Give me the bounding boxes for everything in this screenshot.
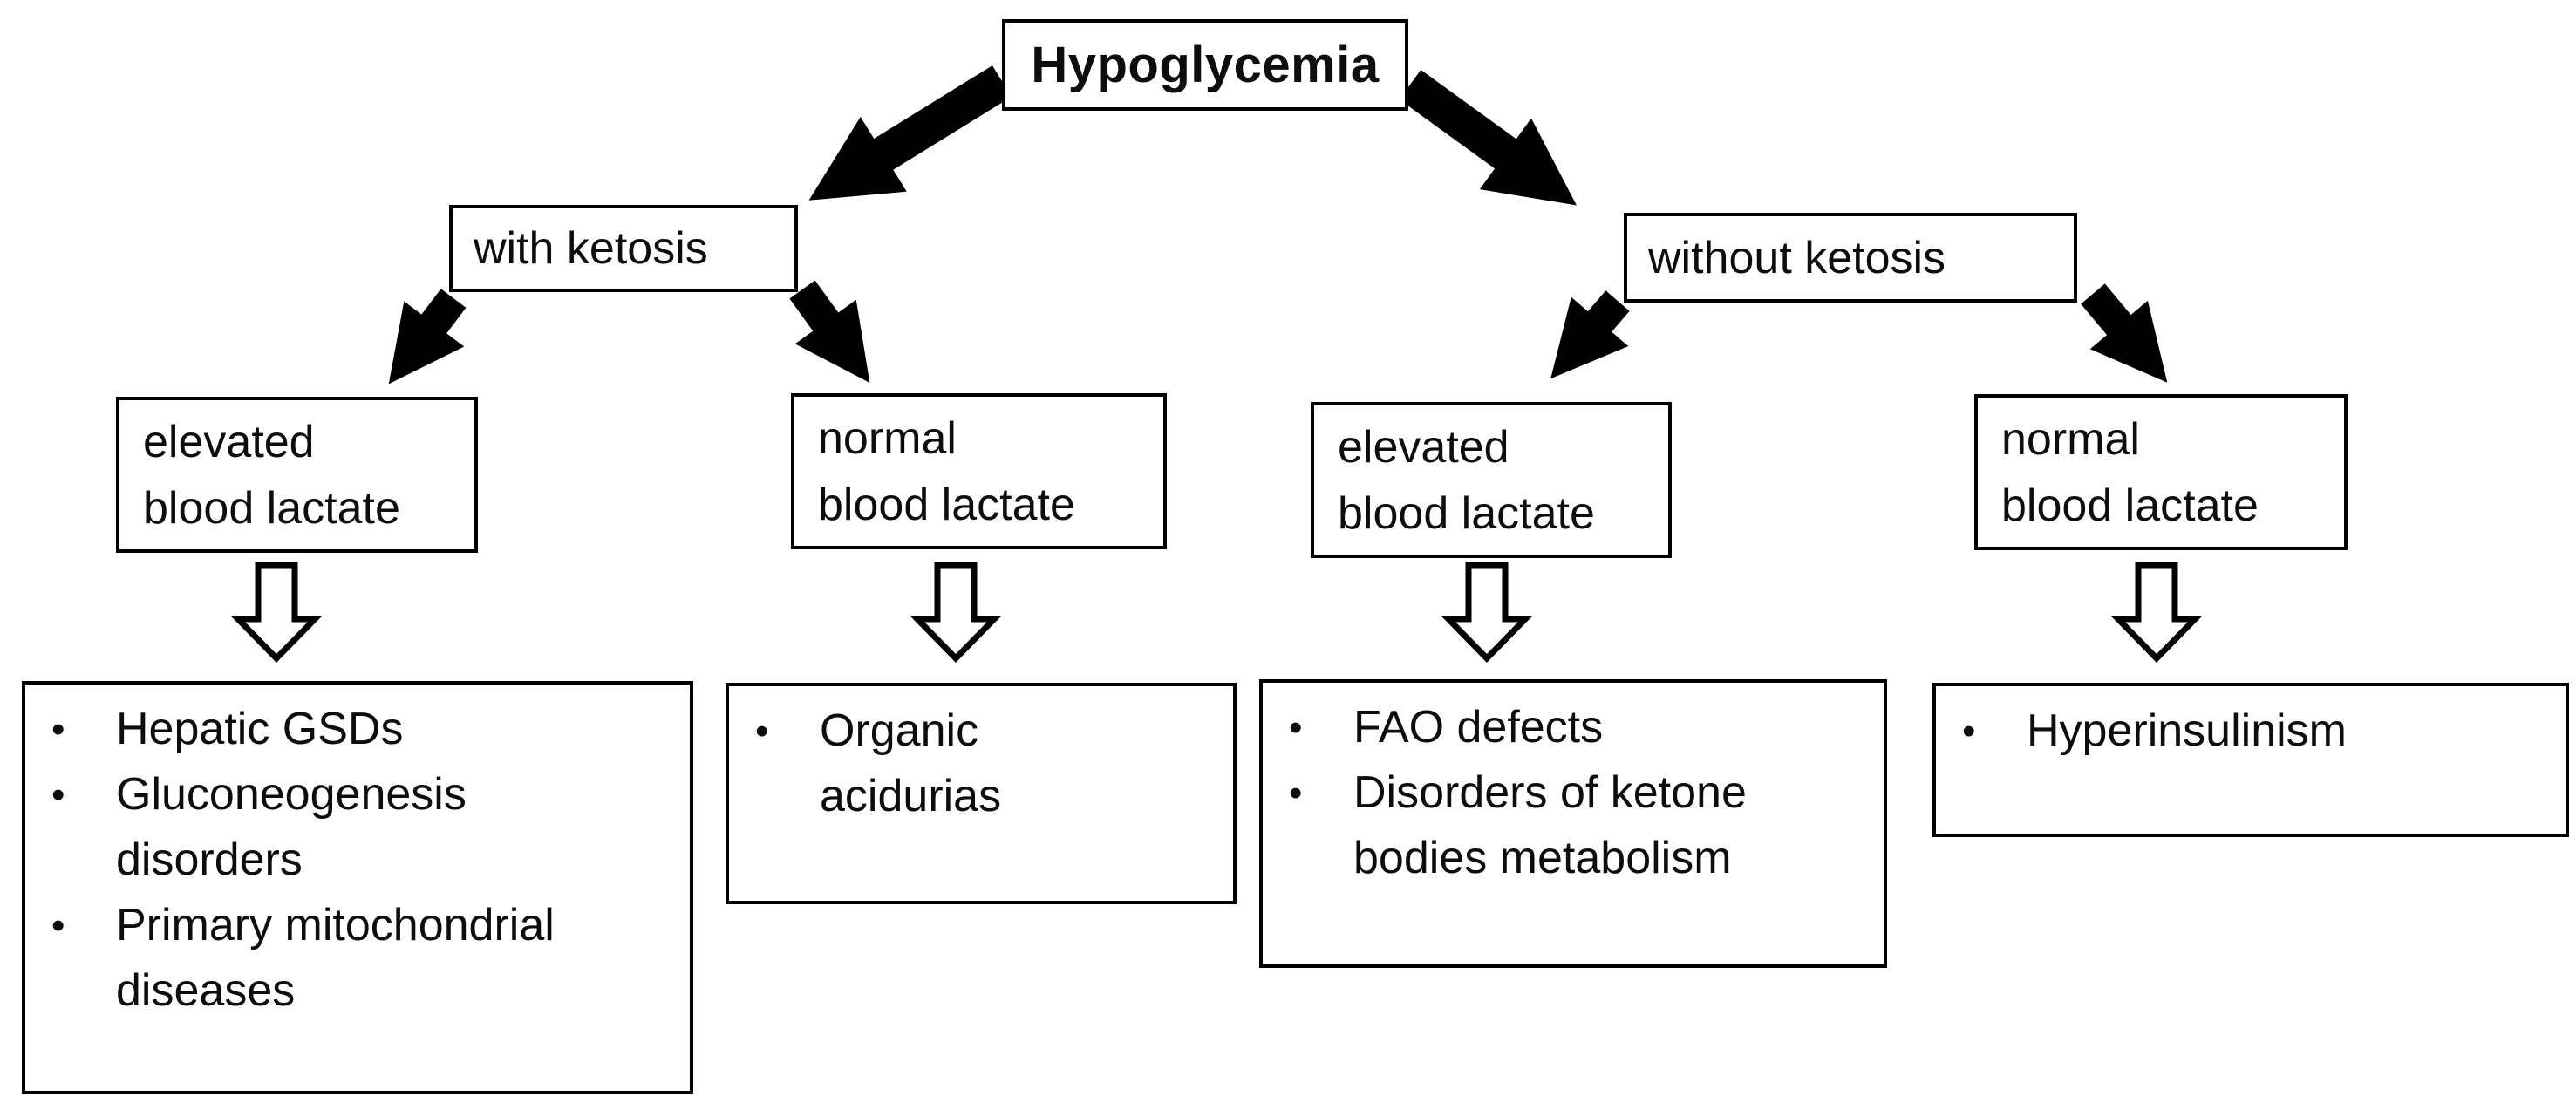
node-without-ketosis: without ketosis: [1624, 213, 2077, 303]
list-item-line: Hyperinsulinism: [2027, 705, 2347, 756]
lactate-line: blood lactate: [2001, 480, 2259, 531]
list-item-line: diseases: [116, 965, 296, 1016]
node-elevated-blood-lactate-1: elevated blood lactate: [116, 397, 478, 553]
node-outcome-no-ketosis-elevated-lactate: • FAO defects • Disorders of ketone bodies m…: [1259, 679, 1887, 968]
arrow-without-ketosis-to-elevated-lactate-icon: [1550, 290, 1630, 379]
list-item-line: bodies metabolism: [1353, 833, 1732, 883]
node-without-ketosis-label: without ketosis: [1648, 232, 1946, 283]
outcome-list: • Hyperinsulinism: [1936, 686, 2566, 764]
bullet-icon: •: [51, 708, 65, 751]
outcome-list: • FAO defects • Disorders of ketone bodies m…: [1263, 683, 1884, 891]
lactate-line: elevated: [143, 416, 315, 467]
node-outcome-no-ketosis-normal-lactate: • Hyperinsulinism: [1932, 683, 2569, 837]
list-item-text: Gluconeogenesis disorders: [116, 762, 690, 893]
list-item: • Gluconeogenesis disorders: [25, 762, 690, 893]
bullet-icon: •: [1289, 706, 1303, 749]
outcome-list: • Organic acidurias: [729, 686, 1233, 829]
list-item-line: Primary mitochondrial: [116, 900, 555, 950]
list-item-line: Organic: [820, 705, 979, 756]
list-item-line: acidurias: [820, 771, 1002, 821]
node-hypoglycemia-label: Hypoglycemia: [1031, 37, 1380, 93]
bullet-icon: •: [755, 710, 769, 753]
arrow-hypoglycemia-to-with-ketosis-icon: [808, 65, 1012, 201]
list-item: • Hyperinsulinism: [1936, 698, 2566, 764]
hollow-down-arrow-4-icon: [2110, 562, 2203, 664]
lactate-line: normal: [818, 412, 957, 464]
list-item-line: FAO defects: [1353, 702, 1604, 753]
bullet-icon: •: [1962, 710, 1976, 753]
arrow-with-ketosis-to-elevated-lactate-icon: [388, 289, 467, 385]
list-item-text: Hepatic GSDs: [116, 697, 690, 762]
node-outcome-ketosis-normal-lactate: • Organic acidurias: [726, 683, 1237, 904]
node-with-ketosis: with ketosis: [449, 205, 798, 292]
list-item: • Organic acidurias: [729, 698, 1233, 829]
list-item: • Primary mitochondrial diseases: [25, 893, 690, 1024]
lactate-line: blood lactate: [143, 482, 400, 534]
list-item: • FAO defects: [1263, 695, 1884, 760]
hollow-down-arrow-1-icon: [230, 562, 323, 664]
list-item-text: Hyperinsulinism: [2027, 698, 2566, 764]
node-normal-blood-lactate-1: normal blood lactate: [791, 393, 1167, 549]
arrow-hypoglycemia-to-without-ketosis-icon: [1399, 70, 1577, 206]
lactate-line: blood lactate: [818, 479, 1075, 530]
node-with-ketosis-label: with ketosis: [474, 223, 708, 274]
list-item: • Hepatic GSDs: [25, 697, 690, 762]
arrow-with-ketosis-to-normal-lactate-icon: [789, 280, 870, 384]
list-item: • Disorders of ketone bodies metabolism: [1263, 760, 1884, 891]
node-outcome-ketosis-elevated-lactate: • Hepatic GSDs • Gluconeogenesis disorders • P…: [22, 681, 693, 1094]
hollow-down-arrow-2-icon: [910, 562, 1002, 664]
node-elevated-blood-lactate-2: elevated blood lactate: [1311, 402, 1672, 558]
lactate-line: elevated: [1338, 421, 1509, 473]
list-item-text: FAO defects: [1353, 695, 1884, 760]
list-item-text: Primary mitochondrial diseases: [116, 893, 690, 1024]
list-item-text: Disorders of ketone bodies metabolism: [1353, 760, 1884, 891]
bullet-icon: •: [51, 904, 65, 947]
node-normal-blood-lactate-2: normal blood lactate: [1974, 394, 2348, 550]
node-hypoglycemia: Hypoglycemia: [1002, 19, 1408, 111]
list-item-line: disorders: [116, 834, 303, 885]
lactate-line: blood lactate: [1338, 487, 1595, 539]
bullet-icon: •: [51, 773, 65, 816]
hollow-down-arrow-3-icon: [1441, 562, 1533, 664]
list-item-line: Gluconeogenesis: [116, 769, 467, 820]
list-item-line: Disorders of ketone: [1353, 767, 1747, 818]
list-item-line: Hepatic GSDs: [116, 704, 404, 754]
outcome-list: • Hepatic GSDs • Gluconeogenesis disorders • P…: [25, 685, 690, 1024]
lactate-line: normal: [2001, 413, 2140, 465]
list-item-text: Organic acidurias: [820, 698, 1233, 829]
arrow-without-ketosis-to-normal-lactate-icon: [2081, 283, 2168, 383]
bullet-icon: •: [1289, 772, 1303, 814]
